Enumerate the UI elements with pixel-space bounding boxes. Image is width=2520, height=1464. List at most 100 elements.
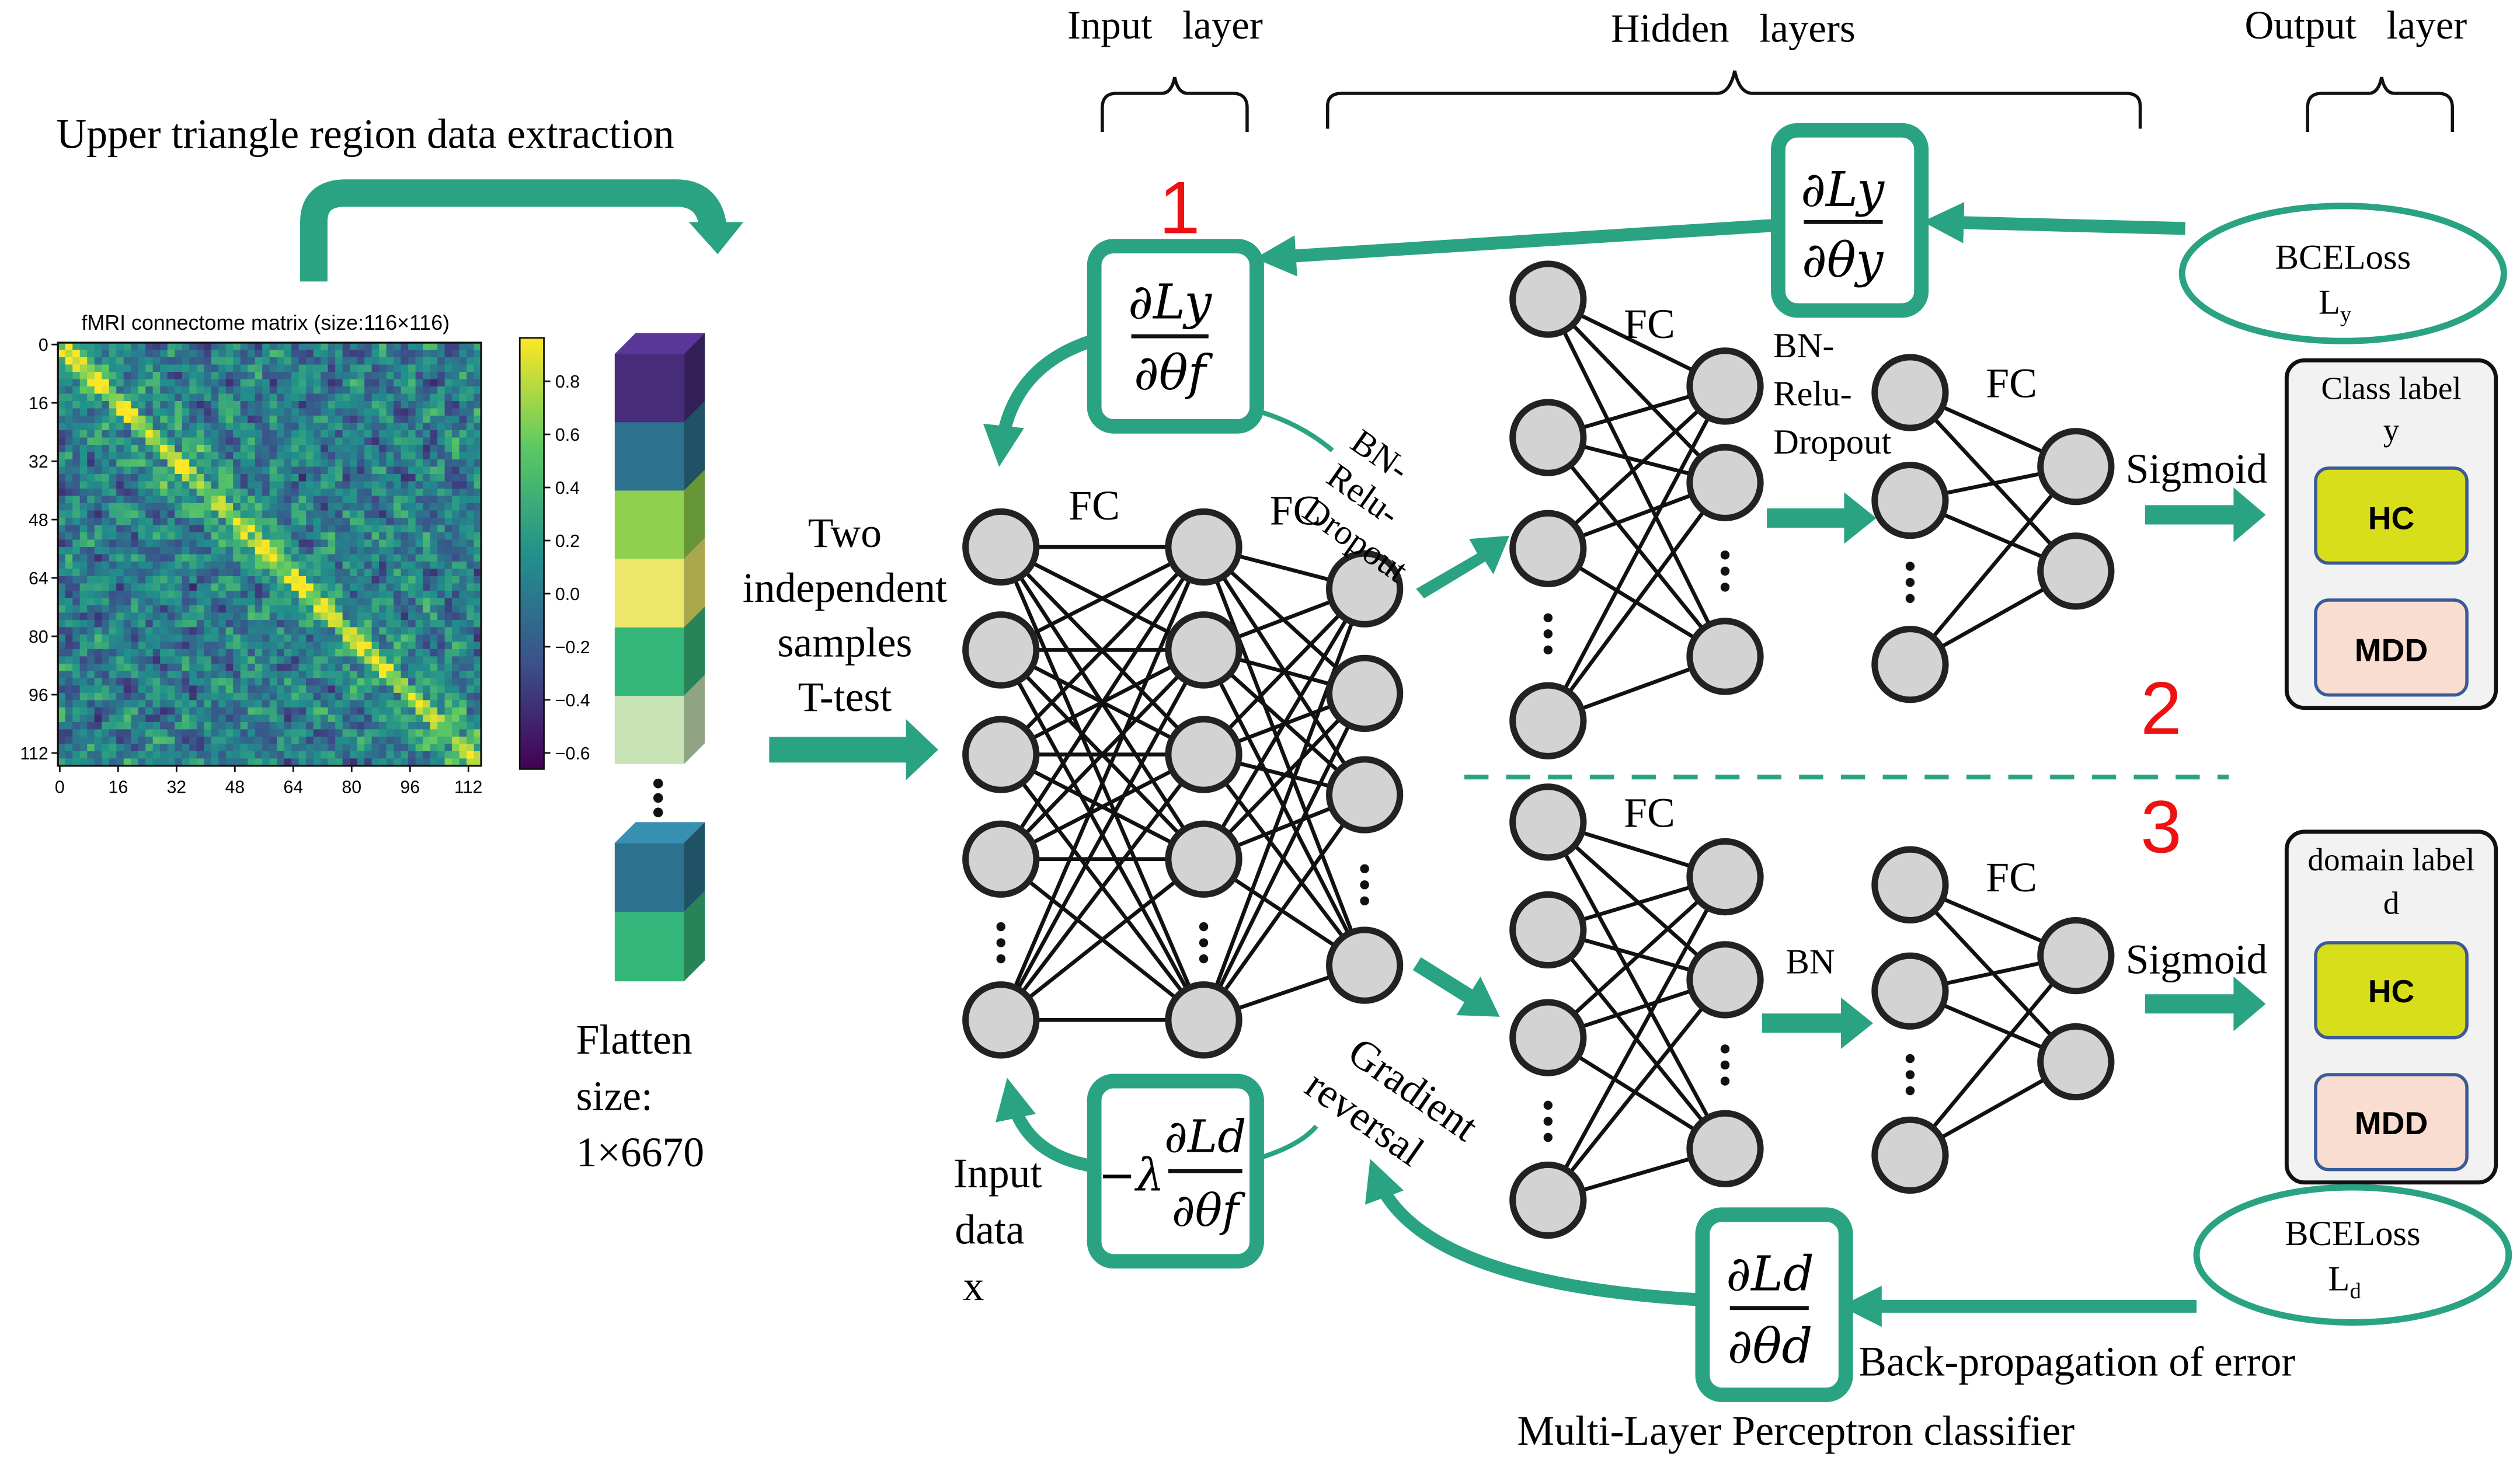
- heatmap-cell: [152, 532, 161, 541]
- heatmap-cell: [335, 656, 343, 664]
- heatmap-cell: [408, 379, 416, 387]
- heatmap-cell: [204, 685, 212, 693]
- heatmap-cell: [138, 503, 147, 511]
- heatmap-cell: [109, 437, 117, 445]
- heatmap-cell: [58, 700, 66, 708]
- heatmap-cell: [225, 379, 234, 387]
- heatmap-cell: [109, 532, 117, 541]
- heatmap-cell: [160, 350, 168, 358]
- heatmap-cell: [342, 671, 350, 679]
- heatmap-cell: [371, 612, 380, 621]
- heatmap-cell: [72, 627, 81, 635]
- heatmap-cell: [233, 415, 241, 424]
- heatmap-cell: [459, 546, 467, 555]
- heatmap-cell: [109, 671, 117, 679]
- heatmap-cell: [350, 598, 358, 606]
- heatmap-cell: [189, 569, 197, 577]
- heatmap-cell: [379, 627, 387, 635]
- heatmap-cell: [467, 729, 475, 737]
- domain-label-panel: domain label d HC MDD: [2284, 829, 2498, 1185]
- heatmap-cell: [394, 459, 402, 468]
- heatmap-cell: [452, 386, 460, 395]
- heatmap-cell: [87, 415, 95, 424]
- heatmap-cell: [116, 612, 124, 621]
- heatmap-cell: [277, 729, 285, 737]
- heatmap-cell: [94, 751, 103, 759]
- heatmap-cell: [444, 393, 453, 402]
- heatmap-cell: [58, 401, 66, 409]
- heatmap-cell: [474, 473, 482, 482]
- heatmap-cell: [474, 612, 482, 621]
- heatmap-cell: [452, 372, 460, 380]
- heatmap-cell: [444, 758, 453, 766]
- heatmap-cell: [204, 619, 212, 628]
- heatmap-cell: [262, 401, 270, 409]
- heatmap-cell: [269, 758, 277, 766]
- heatmap-cell: [79, 663, 88, 672]
- heatmap-cell: [225, 649, 234, 657]
- heatmap-cell: [72, 561, 81, 570]
- heatmap-cell: [430, 692, 438, 701]
- heatmap-cell: [167, 488, 176, 497]
- heatmap-cell: [328, 539, 336, 548]
- heatmap-cell: [58, 729, 66, 737]
- colorbar-tick-label: −0.2: [555, 638, 590, 657]
- heatmap-cell: [87, 343, 95, 351]
- heatmap-cell: [225, 678, 234, 686]
- neuron-node: [1686, 618, 1764, 695]
- heatmap-cell: [415, 707, 423, 716]
- heatmap-cell: [379, 372, 387, 380]
- heatmap-cell: [401, 685, 409, 693]
- heatmap-cell: [298, 569, 307, 577]
- heatmap-cell: [204, 379, 212, 387]
- heatmap-cell: [65, 386, 74, 395]
- vector-cell: [614, 912, 684, 982]
- heatmap-cell: [182, 372, 190, 380]
- heatmap-cell: [123, 430, 132, 438]
- heatmap-cell: [109, 415, 117, 424]
- heatmap-cell: [211, 692, 219, 701]
- heatmap-cell: [218, 634, 227, 643]
- heatmap-cell: [145, 423, 154, 431]
- heatmap-cell: [335, 612, 343, 621]
- heatmap-cell: [364, 692, 373, 701]
- heatmap-cell: [474, 481, 482, 489]
- heatmap-cell: [306, 649, 314, 657]
- heatmap-cell: [364, 532, 373, 541]
- heatmap-cell: [328, 393, 336, 402]
- heatmap-cell: [401, 393, 409, 402]
- heatmap-cell: [306, 466, 314, 475]
- heatmap-cell: [94, 525, 103, 533]
- heatmap-cell: [152, 546, 161, 555]
- heatmap-cell: [225, 343, 234, 351]
- heatmap-cell: [102, 590, 110, 599]
- heatmap-cell: [459, 569, 467, 577]
- heatmap-cell: [401, 364, 409, 372]
- heatmap-cell: [394, 758, 402, 766]
- heatmap-cell: [437, 350, 445, 358]
- heatmap-cell: [255, 510, 263, 518]
- heatmap-cell: [430, 736, 438, 745]
- heatmap-cell: [459, 561, 467, 570]
- heatmap-cell: [328, 423, 336, 431]
- heatmap-cell: [175, 576, 183, 584]
- neuron-ellipsis-dot: [996, 954, 1005, 964]
- heatmap-cell: [94, 510, 103, 518]
- heatmap-cell: [131, 656, 139, 664]
- heatmap-cell: [328, 663, 336, 672]
- heatmap-cell: [196, 415, 205, 424]
- heatmap-cell: [291, 473, 300, 482]
- heatmap-cell: [167, 751, 176, 759]
- heatmap-cell: [65, 583, 74, 591]
- heatmap-cell: [87, 488, 95, 497]
- heatmap-cell: [321, 700, 329, 708]
- heatmap-cell: [131, 561, 139, 570]
- heatmap-cell: [160, 444, 168, 453]
- heatmap-cell: [145, 744, 154, 752]
- heatmap-cell: [394, 569, 402, 577]
- heatmap-cell: [321, 678, 329, 686]
- heatmap-cell: [240, 736, 248, 745]
- heatmap-cell: [306, 627, 314, 635]
- vector-cell: [614, 843, 684, 912]
- heatmap-cell: [131, 488, 139, 497]
